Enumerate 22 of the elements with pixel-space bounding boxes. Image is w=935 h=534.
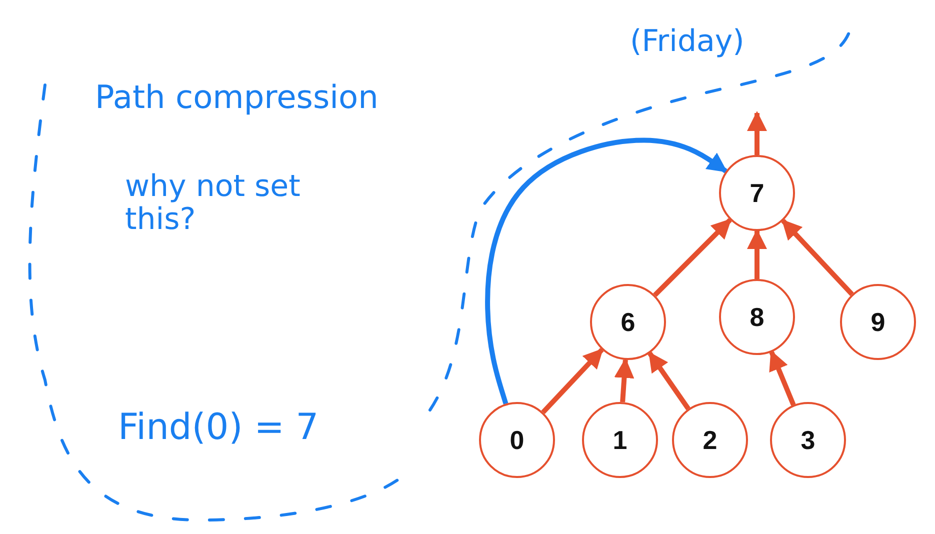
handwritten-note: Find(0) = 7 [118, 408, 319, 448]
node-number: 2 [702, 424, 718, 456]
node-number: 6 [620, 306, 636, 338]
node-number: 8 [750, 302, 764, 332]
arrow [614, 358, 634, 402]
arrow [653, 218, 732, 297]
node-number: 7 [750, 178, 764, 208]
node-number: 1 [612, 424, 628, 456]
arrow [781, 219, 854, 296]
node-number: 0 [510, 424, 524, 456]
handwritten-note: why not set this? [125, 170, 302, 236]
arrow [747, 111, 767, 155]
handwritten-note: Path compression [95, 80, 378, 116]
handwritten-note: (Friday) [630, 25, 744, 58]
arrow [648, 352, 690, 410]
arrow [541, 348, 604, 414]
node-number: 3 [800, 424, 816, 456]
arrow [747, 229, 767, 279]
arrow [769, 350, 796, 406]
arrow [485, 138, 728, 404]
tree-node-circle [590, 284, 666, 360]
node-number: 9 [870, 306, 886, 338]
